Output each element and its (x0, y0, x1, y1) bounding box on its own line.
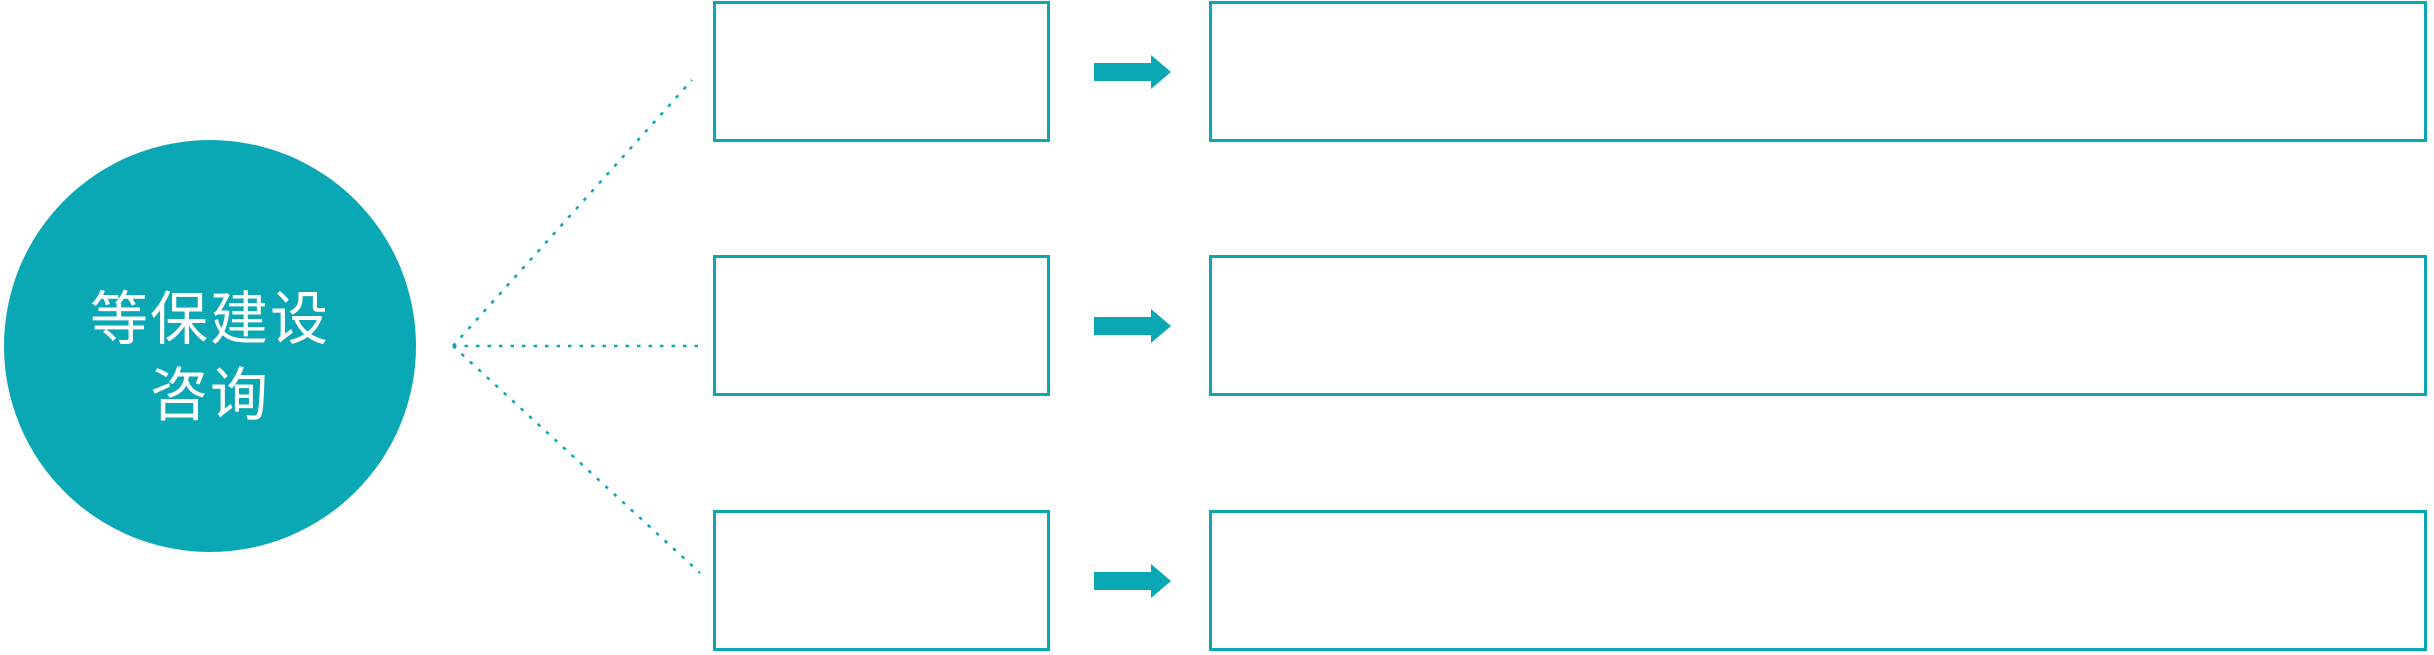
dotted-connector-top-icon (452, 79, 693, 347)
arrow-right-icon (1094, 55, 1171, 89)
large-box-2[interactable] (1209, 255, 2427, 396)
topic-label: 等保建设 咨询 (90, 282, 330, 434)
topic-label-line2: 咨询 (149, 363, 270, 428)
small-box-1[interactable] (713, 1, 1050, 142)
topic-label-line1: 等保建设 (89, 287, 330, 352)
small-box-2[interactable] (713, 255, 1050, 396)
small-box-3[interactable] (713, 510, 1050, 651)
large-box-3[interactable] (1209, 510, 2427, 651)
dotted-connector-bottom-icon (452, 345, 701, 574)
large-box-1[interactable] (1209, 1, 2427, 142)
topic-circle[interactable]: 等保建设 咨询 (4, 140, 416, 552)
arrow-right-icon (1094, 309, 1171, 343)
arrow-right-icon (1094, 564, 1171, 598)
